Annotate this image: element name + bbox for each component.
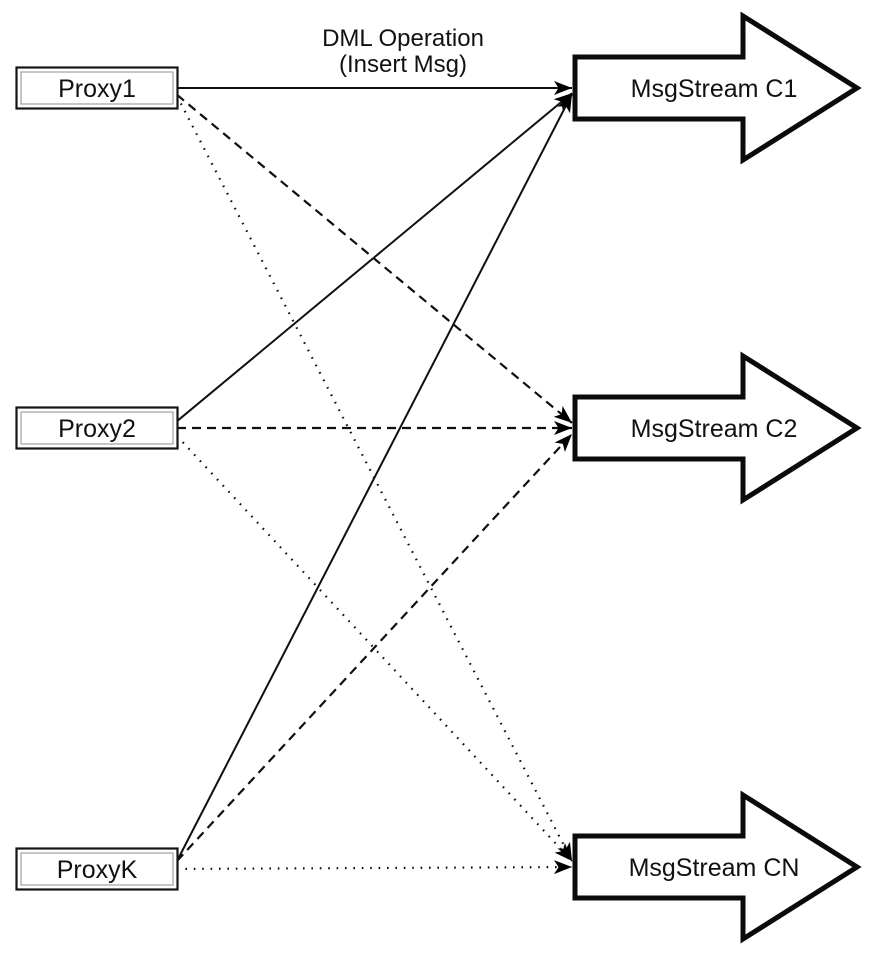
msgstream-c2-node: MsgStream C2 (572, 351, 862, 505)
msgstream-c1-node: MsgStream C1 (572, 11, 862, 165)
edge-layer (176, 81, 573, 875)
msgstream-cn-node: MsgStream CN (572, 790, 862, 944)
edge-proxyK-c2 (176, 433, 573, 862)
edge-proxy1-c2 (176, 93, 573, 424)
proxy1-label: Proxy1 (58, 75, 136, 103)
proxyk-box (15, 847, 179, 891)
diagram-title-line2: (Insert Msg) (339, 51, 467, 78)
edge-proxy1-cn (176, 95, 573, 862)
msgstream-cn-arrow-shape (572, 790, 862, 944)
msgstream-c2-label: MsgStream C2 (631, 415, 798, 443)
diagram-title-line1: DML Operation (322, 25, 484, 52)
proxy1-box-inner (20, 71, 174, 105)
proxyk-box-inner (20, 852, 174, 886)
msgstream-c1-arrow-shape (572, 11, 862, 165)
proxyk-node: ProxyK (15, 847, 179, 891)
msgstream-cn-label: MsgStream CN (629, 854, 800, 882)
msgstream-c1-label: MsgStream C1 (631, 75, 798, 103)
proxy1-node: Proxy1 (15, 66, 179, 110)
proxy2-box-inner (20, 411, 174, 445)
proxyk-label: ProxyK (57, 856, 138, 884)
proxy2-box (15, 406, 179, 450)
proxy2-node: Proxy2 (15, 406, 179, 450)
msgstream-c2-arrow-shape (572, 351, 862, 505)
proxy2-label: Proxy2 (58, 415, 136, 443)
proxy1-box (15, 66, 179, 110)
edge-proxy2-c1 (176, 92, 573, 422)
edge-proxyK-cn (176, 860, 573, 875)
